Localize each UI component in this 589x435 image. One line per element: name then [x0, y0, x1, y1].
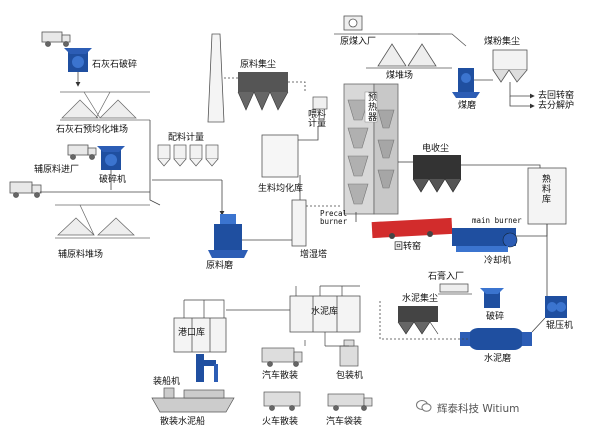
aux-truck-bottom: [9, 181, 42, 198]
label-raw-dust: 原料集尘: [240, 60, 277, 70]
label-main-burner: main burner: [472, 216, 522, 225]
coal-inlet-conveyor: [334, 15, 467, 69]
limestone-yard-piles: [60, 91, 150, 121]
chimney: [207, 33, 225, 123]
label-aux-yard: 辅原料堆场: [58, 250, 104, 260]
truck-bulk-icon: [261, 347, 303, 367]
label-coal-yard: 煤堆场: [386, 71, 414, 81]
label-port-silo: 港口库: [178, 328, 206, 338]
label-bulk-ship: 散装水泥船: [160, 417, 206, 427]
bulk-ship: [151, 387, 235, 413]
rotary-kiln: [371, 217, 453, 239]
coal-dust-collector: [492, 49, 528, 83]
limestone-crusher-machine: [64, 48, 92, 72]
raw-homogenizing-silo: [261, 134, 299, 178]
label-coal-mill: 煤磨: [458, 101, 477, 111]
label-limestone-yard: 石灰石预均化堆场: [56, 125, 129, 135]
label-coal-inlet: 原煤入厂: [340, 37, 377, 47]
limestone-truck: [41, 31, 71, 47]
label-conditioning-tower: 增湿塔: [300, 250, 328, 260]
proportioning-hoppers: [157, 144, 219, 167]
gypsum-crusher: [480, 288, 504, 308]
aux-yard-piles: [55, 204, 150, 239]
roller-press-machine: [545, 296, 567, 318]
label-crusher: 破碎机: [99, 175, 127, 185]
label-feed-meter: 喂料 计量: [308, 110, 327, 129]
clinker-cooler: [452, 228, 518, 252]
cement-silos: [289, 295, 361, 333]
label-esp: 电收尘: [422, 144, 450, 154]
label-cement-dust: 水泥集尘: [402, 294, 439, 304]
label-coal-dust: 煤粉集尘: [484, 37, 521, 47]
electrostatic-precipitator: [412, 155, 462, 193]
clinker-silo: [527, 167, 567, 225]
ship-loader-machine: [196, 354, 218, 382]
label-packing: 包装机: [336, 371, 364, 381]
label-to-kiln: 去回转窑: [538, 91, 575, 101]
watermark: 辉泰科技 Witium: [437, 403, 520, 415]
conditioning-tower: [291, 199, 307, 247]
label-cooler: 冷却机: [484, 256, 512, 266]
label-proportioning: 配料计量: [168, 133, 205, 143]
label-precal-burner: Precal burner: [320, 209, 348, 226]
label-aux-inlet: 辅原料进厂: [34, 165, 80, 175]
raw-dust-collector: [237, 72, 289, 111]
label-cement-mill: 水泥磨: [484, 354, 512, 364]
label-to-calciner: 去分解炉: [538, 101, 575, 111]
label-rotary-kiln: 回转窑: [394, 242, 422, 252]
feed-meter-box: [312, 96, 328, 110]
packing-machine-icon: [339, 339, 359, 367]
label-preheater: 预热器: [366, 92, 376, 122]
cement-dust-collector: [397, 306, 439, 335]
label-roller-press: 辊压机: [546, 321, 574, 331]
coal-mill-machine: [452, 68, 480, 98]
label-raw-homogenizing: 生料均化库: [258, 184, 304, 194]
port-silos: [173, 317, 227, 353]
label-clinker-silo: 熟料库: [540, 174, 550, 204]
cement-mill-machine: [460, 328, 532, 350]
aux-crusher-machine: [97, 146, 125, 170]
label-gypsum-inlet: 石膏入厂: [428, 272, 465, 282]
label-limestone-crusher: 石灰石破碎: [92, 60, 138, 70]
raw-mill-machine: [208, 214, 248, 258]
wechat-icon: [416, 400, 432, 412]
label-cement-silo: 水泥库: [311, 307, 339, 317]
label-train-bulk: 火车散装: [262, 417, 299, 427]
label-truck-bag: 汽车袋装: [326, 417, 363, 427]
label-ship-loader: 装船机: [153, 377, 181, 387]
aux-truck-top: [67, 144, 97, 160]
label-truck-bulk: 汽车散装: [262, 371, 299, 381]
label-raw-mill: 原料磨: [206, 261, 234, 271]
truck-bag-icon: [327, 393, 373, 411]
gypsum-inlet-conveyor: [438, 283, 472, 295]
train-bulk-icon: [263, 391, 301, 411]
label-crushing: 破碎: [486, 312, 505, 322]
